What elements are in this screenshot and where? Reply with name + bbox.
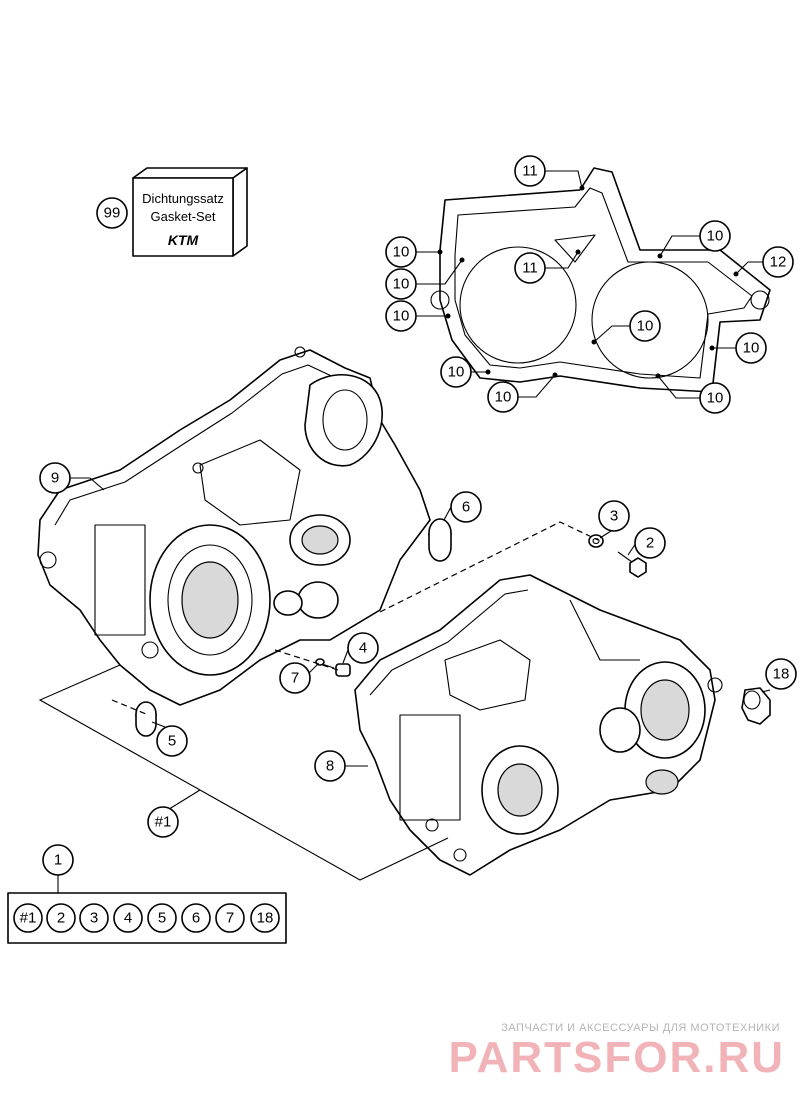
- callout-3[interactable]: 3: [598, 500, 630, 532]
- callout-8[interactable]: 8: [314, 750, 346, 782]
- callout-11-top[interactable]: 11: [514, 155, 546, 187]
- svg-text:10: 10: [448, 364, 465, 381]
- watermark-brand: PARTSFOR.RU: [448, 1033, 785, 1082]
- svg-text:10: 10: [393, 276, 410, 293]
- callout-9[interactable]: 9: [39, 462, 71, 494]
- bearing-sleeve-6: [428, 518, 452, 562]
- svg-text:7: 7: [291, 670, 299, 687]
- svg-text:10: 10: [637, 318, 654, 335]
- svg-text:#1: #1: [20, 910, 37, 927]
- callout-10-f[interactable]: 10: [699, 220, 731, 252]
- svg-text:10: 10: [495, 389, 512, 406]
- callout-11-inner[interactable]: 11: [514, 252, 546, 284]
- callout-4[interactable]: 4: [347, 632, 379, 664]
- callout-5[interactable]: 5: [156, 725, 188, 757]
- dowel-sleeve-5: [135, 701, 157, 737]
- callout-12[interactable]: 12: [762, 246, 794, 278]
- screw-2: [617, 551, 647, 578]
- watermark-tagline: ЗАПЧАСТИ И АКСЕССУАРЫ ДЛЯ МОТОТЕХНИКИ: [501, 1022, 780, 1034]
- callout-2[interactable]: 2: [634, 527, 666, 559]
- svg-text:7: 7: [226, 910, 234, 927]
- svg-text:10: 10: [707, 228, 724, 245]
- kit-list-item[interactable]: 5: [147, 903, 177, 933]
- svg-text:11: 11: [522, 163, 538, 180]
- kit-list-item[interactable]: 6: [181, 903, 211, 933]
- svg-text:10: 10: [743, 340, 760, 357]
- svg-text:5: 5: [158, 910, 166, 927]
- dowel-pin-4: [335, 663, 351, 677]
- assembly-line-dowel: [274, 649, 339, 671]
- callout-10-c[interactable]: 10: [385, 300, 417, 332]
- svg-text:18: 18: [773, 666, 790, 683]
- svg-text:8: 8: [326, 758, 334, 775]
- washer-3: [588, 534, 604, 548]
- kit-list-item[interactable]: 18: [250, 903, 280, 933]
- svg-text:11: 11: [522, 260, 538, 277]
- svg-text:18: 18: [257, 910, 274, 927]
- callout-6[interactable]: 6: [450, 491, 482, 523]
- kit-list-item[interactable]: 3: [79, 903, 109, 933]
- right-crankcase-half: [354, 574, 723, 876]
- ktm-logo: KTM: [168, 232, 199, 248]
- callout-10-e[interactable]: 10: [487, 381, 519, 413]
- svg-text:5: 5: [168, 733, 176, 750]
- svg-text:6: 6: [462, 499, 470, 516]
- gasket-set-box: Dichtungssatz Gasket-Set KTM: [132, 167, 248, 257]
- svg-text:1: 1: [54, 852, 62, 869]
- svg-text:10: 10: [707, 390, 724, 407]
- callout-10-i[interactable]: 10: [699, 382, 731, 414]
- crankcase-gasket-outline: [430, 167, 771, 393]
- svg-text:2: 2: [646, 535, 654, 552]
- svg-text:6: 6: [192, 910, 200, 927]
- kit-list-item[interactable]: 4: [113, 903, 143, 933]
- callout-10-d[interactable]: 10: [440, 356, 472, 388]
- gasket-box-line2: Gasket-Set: [150, 209, 215, 224]
- svg-text:4: 4: [124, 910, 132, 927]
- callout-1[interactable]: 1: [42, 844, 74, 876]
- kit-list: #1 2 3 4 5 6 7 18: [13, 903, 280, 933]
- gasket-box-line1: Dichtungssatz: [142, 191, 224, 206]
- assembly-line-sleeve: [111, 699, 147, 715]
- plug-screw-18: [741, 687, 771, 725]
- svg-text:4: 4: [359, 640, 367, 657]
- svg-text:3: 3: [610, 508, 618, 525]
- callout-10-h[interactable]: 10: [735, 332, 767, 364]
- svg-text:3: 3: [90, 910, 98, 927]
- callout-7[interactable]: 7: [279, 662, 311, 694]
- callout-18[interactable]: 18: [765, 658, 797, 690]
- left-crankcase-half: [37, 346, 431, 706]
- svg-text:2: 2: [57, 910, 65, 927]
- callout-set-1[interactable]: #1: [147, 806, 179, 838]
- svg-text:9: 9: [51, 470, 59, 487]
- callout-10-a[interactable]: 10: [385, 236, 417, 268]
- svg-text:99: 99: [104, 205, 121, 222]
- callout-99[interactable]: 99: [96, 197, 128, 229]
- svg-text:#1: #1: [155, 814, 172, 831]
- svg-text:10: 10: [393, 308, 410, 325]
- kit-list-item[interactable]: 7: [215, 903, 245, 933]
- assembly-line-left-right: [379, 521, 599, 613]
- callout-10-g[interactable]: 10: [629, 310, 661, 342]
- kit-list-item[interactable]: 2: [46, 903, 76, 933]
- callout-10-b[interactable]: 10: [385, 268, 417, 300]
- kit-list-item[interactable]: #1: [13, 903, 43, 933]
- svg-text:10: 10: [393, 244, 410, 261]
- svg-text:12: 12: [770, 254, 787, 271]
